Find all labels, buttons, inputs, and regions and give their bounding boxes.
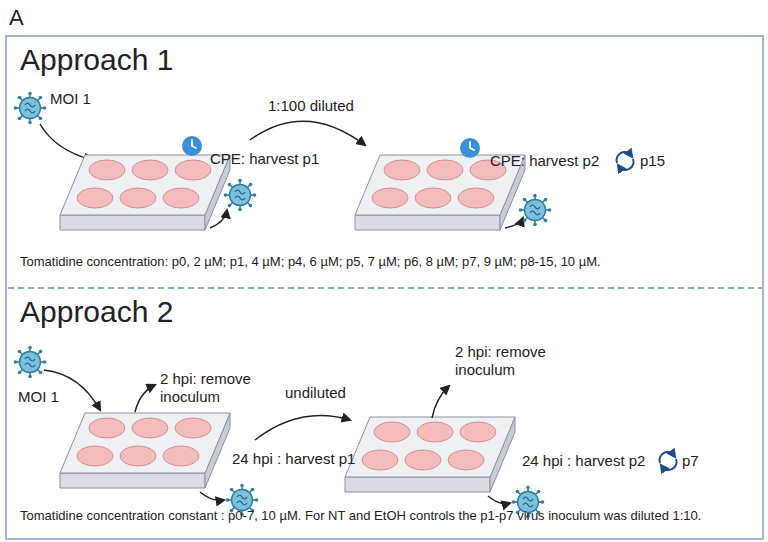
arrow: [40, 124, 92, 160]
step-label: MOI 1: [50, 90, 91, 108]
section-heading: Approach 2: [20, 294, 173, 330]
passage-label: p7: [682, 452, 699, 470]
step-label: CPE: harvest p1: [210, 150, 319, 168]
divider: [8, 287, 763, 289]
clock-icon: [182, 136, 202, 156]
step-label: 24 hpi : harvest p1: [232, 450, 355, 468]
concentration-note: Tomatidine concentration constant : p0-7…: [20, 508, 756, 524]
step-label: MOI 1: [18, 388, 59, 406]
cycle-icon: [659, 452, 676, 470]
virus-icon: [14, 346, 47, 379]
cycle-icon: [616, 152, 633, 170]
arrow: [255, 416, 350, 441]
arrow: [432, 386, 449, 418]
arrow: [210, 210, 227, 228]
well-plate: [60, 155, 230, 230]
step-label: 2 hpi: remove inoculum: [160, 370, 272, 406]
section-heading: Approach 1: [20, 42, 173, 78]
clock-icon: [460, 138, 480, 158]
step-label: 1:100 diluted: [268, 97, 354, 115]
virus-icon: [519, 194, 552, 227]
arrow: [135, 385, 155, 412]
step-label: 2 hpi: remove inoculum: [455, 343, 567, 379]
panel-frame: A: [5, 35, 764, 540]
well-plate: [345, 417, 515, 492]
arrow: [250, 121, 365, 145]
arrow: [505, 218, 523, 228]
panel-letter: A: [9, 5, 24, 31]
well-plate: [60, 413, 230, 488]
arrow: [488, 496, 510, 504]
virus-icon: [224, 179, 257, 212]
virus-icon: [14, 92, 47, 125]
concentration-note: Tomatidine concentration: p0, 2 µM; p1, …: [20, 254, 601, 270]
passage-label: p15: [640, 152, 665, 170]
arrow: [200, 492, 224, 500]
step-label: undiluted: [285, 384, 346, 402]
step-label: 24 hpi : harvest p2: [522, 452, 645, 470]
step-label: CPE: harvest p2: [490, 152, 599, 170]
